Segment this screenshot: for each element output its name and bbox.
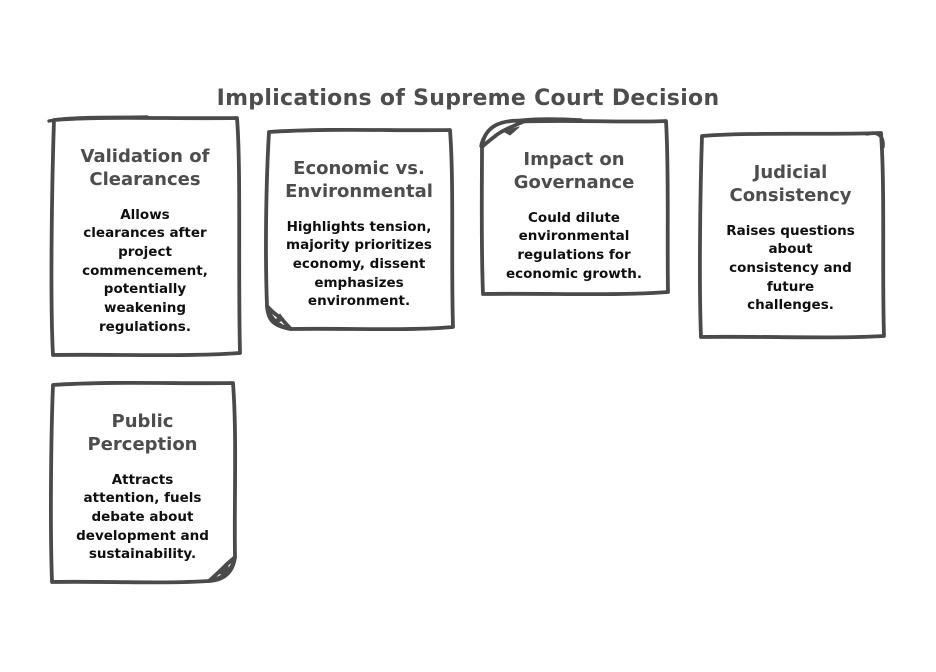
note-card-validation-of-clearances[interactable]: Validation of Clearances Allows clearanc… [47,115,243,359]
note-card-impact-on-governance[interactable]: Impact on Governance Could dilute enviro… [477,117,671,299]
card-body-text: Highlights tension, majority prioritizes… [286,218,432,310]
card-heading: Economic vs. Environmental [285,158,433,203]
card-body-text: Could dilute environmental regulations f… [506,209,642,282]
card-body-text: Allows clearances after project commence… [82,206,208,335]
card-body-text: Raises questions about consistency and f… [726,222,855,314]
card-heading: Public Perception [87,411,198,456]
card-body-text: Attracts attention, fuels debate about d… [76,471,209,563]
card-heading: Validation of Clearances [80,146,210,191]
card-heading: Judicial Consistency [729,162,852,207]
card-heading: Impact on Governance [513,149,635,194]
note-card-judicial-consistency[interactable]: Judicial Consistency Raises questions ab… [695,131,886,340]
diagram-title[interactable]: Implications of Supreme Court Decision [216,86,720,111]
note-card-public-perception[interactable]: Public Perception Attracts attention, fu… [46,380,239,589]
note-card-economic-vs-environmental[interactable]: Economic vs. Environmental Highlights te… [262,127,456,334]
